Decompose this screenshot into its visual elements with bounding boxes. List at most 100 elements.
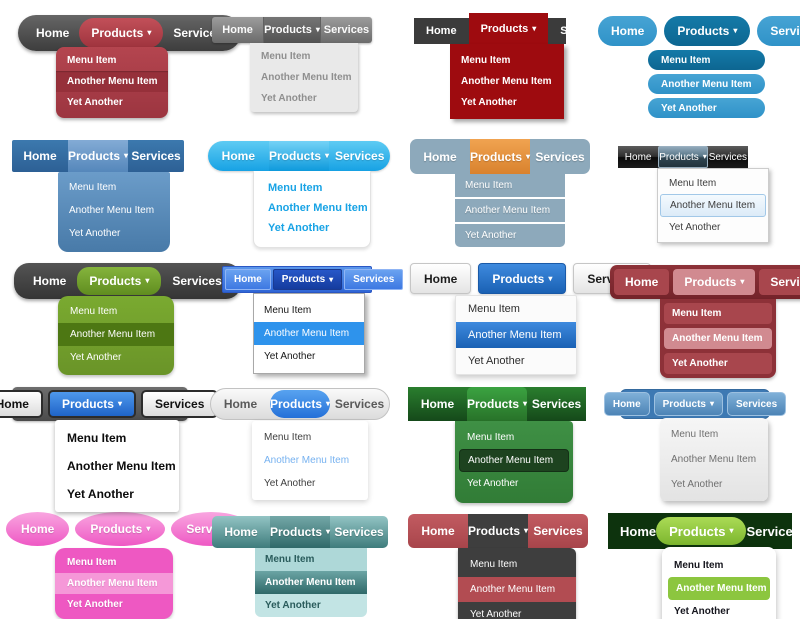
nav-item-products[interactable]: Products▾ <box>47 390 136 418</box>
dropdown-item-highlighted[interactable]: Another Menu Item <box>664 328 772 349</box>
nav-item-home[interactable]: Home <box>223 397 258 411</box>
dropdown-item[interactable]: Another Menu Item <box>268 202 368 214</box>
nav-item-services[interactable]: Services <box>323 24 370 36</box>
nav-item-services[interactable]: Services <box>172 274 222 288</box>
dropdown-item[interactable]: Yet Another <box>648 98 765 118</box>
nav-item-services[interactable]: Services <box>344 269 404 290</box>
dropdown-item-highlighted[interactable]: Another Menu Item <box>668 577 770 600</box>
nav-item-home[interactable]: Home <box>598 16 658 46</box>
nav-item-products[interactable]: Products▾ <box>469 139 531 174</box>
dropdown-item-highlighted[interactable]: Another Menu Item <box>660 194 766 217</box>
dropdown-item-highlighted[interactable]: Another Menu Item <box>264 455 350 466</box>
dropdown-item[interactable]: Menu Item <box>669 178 717 189</box>
dropdown-item-highlighted[interactable]: Another Menu Item <box>458 577 576 602</box>
nav-item-home[interactable]: Home <box>603 392 650 416</box>
dropdown-item[interactable]: Menu Item <box>261 51 311 62</box>
nav-item-home[interactable]: Home <box>620 523 657 539</box>
nav-item-services[interactable]: Services <box>131 149 181 163</box>
dropdown-item[interactable]: Menu Item <box>461 55 511 66</box>
nav-item-services[interactable]: Services <box>759 269 800 295</box>
nav-item-products[interactable]: Products▾ <box>79 18 164 48</box>
nav-item-services[interactable]: Services <box>334 397 385 411</box>
dropdown-item[interactable]: Yet Another <box>255 594 367 617</box>
nav-item-services[interactable]: Services <box>531 397 582 411</box>
nav-item-services[interactable]: Services <box>173 26 223 40</box>
nav-item-products[interactable]: Products▾ <box>466 387 528 421</box>
dropdown-item[interactable]: Another Menu Item <box>261 72 352 83</box>
dropdown-item[interactable]: Another Menu Item <box>455 199 565 222</box>
dropdown-item[interactable]: Yet Another <box>264 351 316 362</box>
nav-item-products[interactable]: Products▾ <box>653 392 723 416</box>
dropdown-item[interactable]: Yet Another <box>67 487 134 501</box>
dropdown-item[interactable]: Menu Item <box>470 559 518 570</box>
nav-item-services[interactable]: Services <box>141 390 219 418</box>
dropdown-item[interactable]: Yet Another <box>468 355 525 367</box>
dropdown-item[interactable]: Menu Item <box>67 431 127 445</box>
dropdown-item[interactable]: Yet Another <box>461 97 517 108</box>
nav-item-home[interactable]: Home <box>225 269 271 290</box>
nav-item-products[interactable]: Products▾ <box>664 16 751 46</box>
nav-item-home[interactable]: Home <box>423 149 457 164</box>
dropdown-item-highlighted[interactable]: Another Menu Item <box>254 322 364 345</box>
dropdown-item[interactable]: Another Menu Item <box>671 454 757 465</box>
dropdown-item[interactable]: Menu Item <box>664 303 772 324</box>
nav-item-home[interactable]: Home <box>624 151 652 163</box>
dropdown-item[interactable]: Menu Item <box>268 182 323 194</box>
nav-item-services[interactable]: Services <box>560 25 606 37</box>
dropdown-item[interactable]: Menu Item <box>671 429 719 440</box>
nav-item-products[interactable]: Products▾ <box>658 146 708 168</box>
dropdown-item[interactable]: Yet Another <box>664 353 772 374</box>
dropdown-item[interactable]: Yet Another <box>69 228 121 239</box>
dropdown-item[interactable]: Yet Another <box>455 224 565 247</box>
nav-item-home[interactable]: Home <box>33 274 67 288</box>
nav-item-home[interactable]: Home <box>410 263 472 294</box>
dropdown-item[interactable]: Menu Item <box>67 55 117 66</box>
dropdown-item[interactable]: Menu Item <box>467 432 515 443</box>
dropdown-item[interactable]: Another Menu Item <box>69 205 155 216</box>
nav-item-products[interactable]: Products▾ <box>268 141 330 171</box>
dropdown-item[interactable]: Yet Another <box>67 599 123 610</box>
nav-item-home[interactable]: Home <box>0 390 43 418</box>
nav-item-products[interactable]: Products▾ <box>269 390 331 418</box>
nav-item-products[interactable]: Products▾ <box>468 13 549 44</box>
dropdown-item[interactable]: Menu Item <box>67 557 117 568</box>
dropdown-item[interactable]: Menu Item <box>455 174 565 197</box>
nav-item-products[interactable]: Products▾ <box>478 263 567 294</box>
dropdown-item[interactable]: Yet Another <box>669 222 721 233</box>
dropdown-item[interactable]: Yet Another <box>264 478 316 489</box>
dropdown-item-highlighted[interactable]: Another Menu Item <box>56 71 168 92</box>
nav-item-services[interactable]: Services <box>727 392 787 416</box>
nav-item-home[interactable]: Home <box>221 149 255 163</box>
nav-item-products[interactable]: Products▾ <box>77 267 162 295</box>
dropdown-item[interactable]: Menu Item <box>69 182 117 193</box>
nav-item-home[interactable]: Home <box>23 149 57 163</box>
dropdown-item-highlighted[interactable]: Another Menu Item <box>58 323 174 346</box>
dropdown-item-highlighted[interactable]: Another Menu Item <box>55 573 173 594</box>
nav-item-home[interactable]: Home <box>421 524 455 538</box>
dropdown-item-highlighted[interactable]: Another Menu Item <box>255 571 367 594</box>
nav-item-home[interactable]: Home <box>420 397 455 411</box>
nav-item-home[interactable]: Home <box>224 525 258 539</box>
dropdown-item-highlighted[interactable]: Menu Item <box>648 50 765 70</box>
dropdown-item[interactable]: Yet Another <box>67 97 123 108</box>
dropdown-item[interactable]: Menu Item <box>255 548 367 571</box>
nav-item-services[interactable]: Services <box>746 523 800 539</box>
nav-item-products[interactable]: Products▾ <box>269 516 331 548</box>
nav-item-home[interactable]: Home <box>614 269 670 295</box>
nav-item-products[interactable]: Products▾ <box>656 517 747 545</box>
nav-item-services[interactable]: Services <box>708 151 748 163</box>
dropdown-item[interactable]: Yet Another <box>671 479 723 490</box>
nav-item-home[interactable]: Home <box>426 25 457 37</box>
nav-item-services[interactable]: Services <box>334 149 385 163</box>
dropdown-item[interactable]: Menu Item <box>70 306 118 317</box>
nav-item-services[interactable]: Services <box>757 16 800 46</box>
dropdown-item[interactable]: Menu Item <box>264 432 312 443</box>
nav-item-home[interactable]: Home <box>36 26 70 40</box>
dropdown-item[interactable]: Menu Item <box>264 305 312 316</box>
nav-item-services[interactable]: Services <box>533 524 583 538</box>
dropdown-item[interactable]: Yet Another <box>268 222 330 234</box>
dropdown-item[interactable]: Yet Another <box>674 606 730 617</box>
nav-item-products[interactable]: Products▾ <box>467 514 529 548</box>
dropdown-item[interactable]: Another Menu Item <box>461 76 552 87</box>
nav-item-products[interactable]: Products▾ <box>272 269 343 290</box>
